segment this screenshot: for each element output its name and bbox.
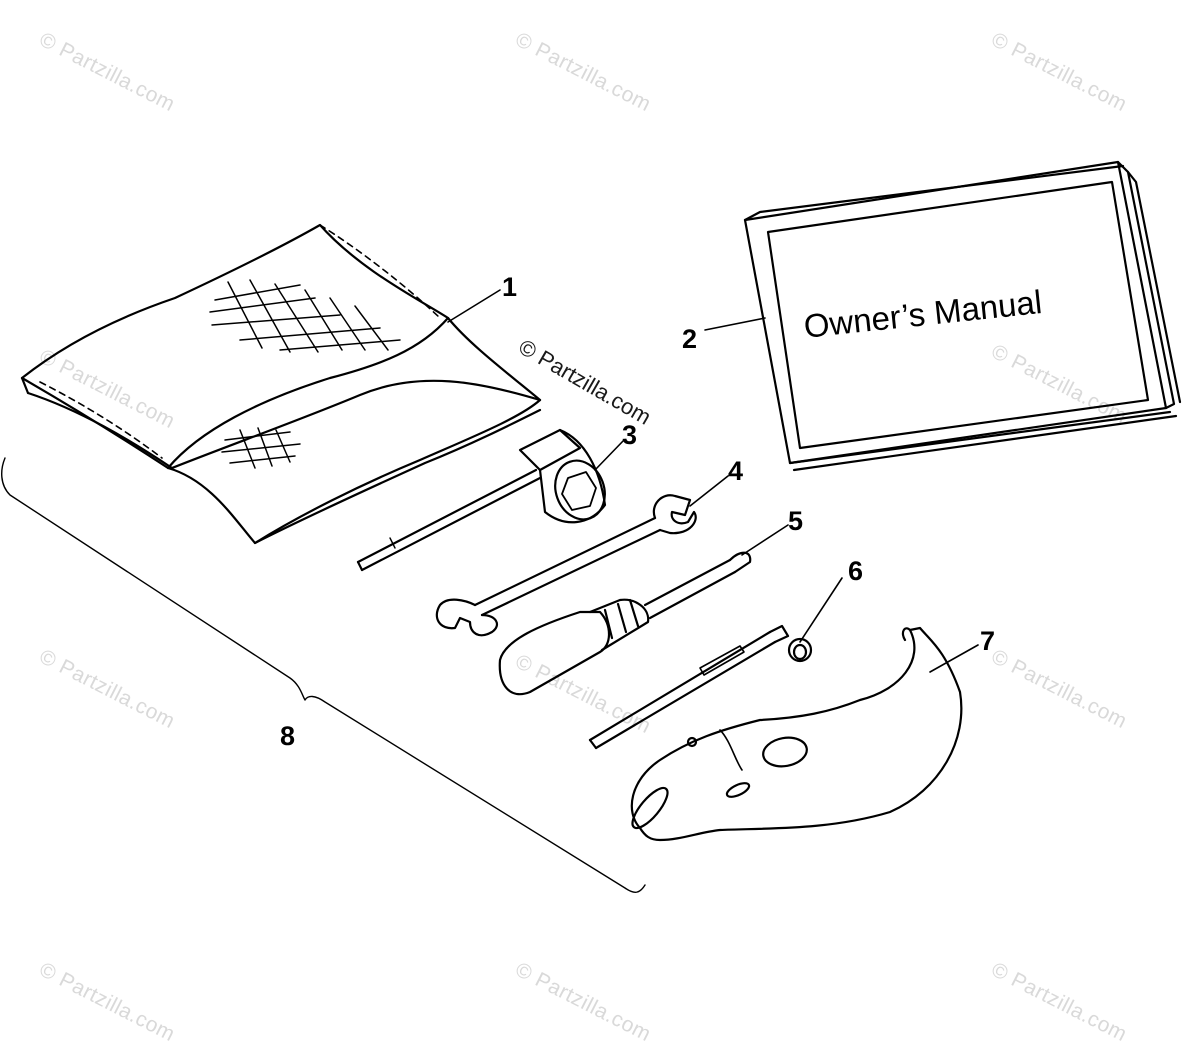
callout-4: 4 <box>728 456 744 486</box>
spanner-bracket <box>630 626 963 842</box>
leader-lines <box>447 289 979 673</box>
kit-bracket <box>1 457 646 893</box>
owners-manual <box>743 160 1182 472</box>
callout-5: 5 <box>788 506 804 536</box>
callout-8: 8 <box>280 721 296 751</box>
callout-2: 2 <box>682 324 698 354</box>
callout-1: 1 <box>502 272 518 302</box>
socket-wrench <box>356 428 607 572</box>
callout-6: 6 <box>848 556 864 586</box>
tool-pouch <box>20 223 542 545</box>
screwdriver <box>498 551 752 696</box>
open-end-wrench <box>435 494 697 637</box>
gap-gauge <box>588 624 813 750</box>
callout-3: 3 <box>622 420 638 450</box>
callout-7: 7 <box>980 626 996 656</box>
